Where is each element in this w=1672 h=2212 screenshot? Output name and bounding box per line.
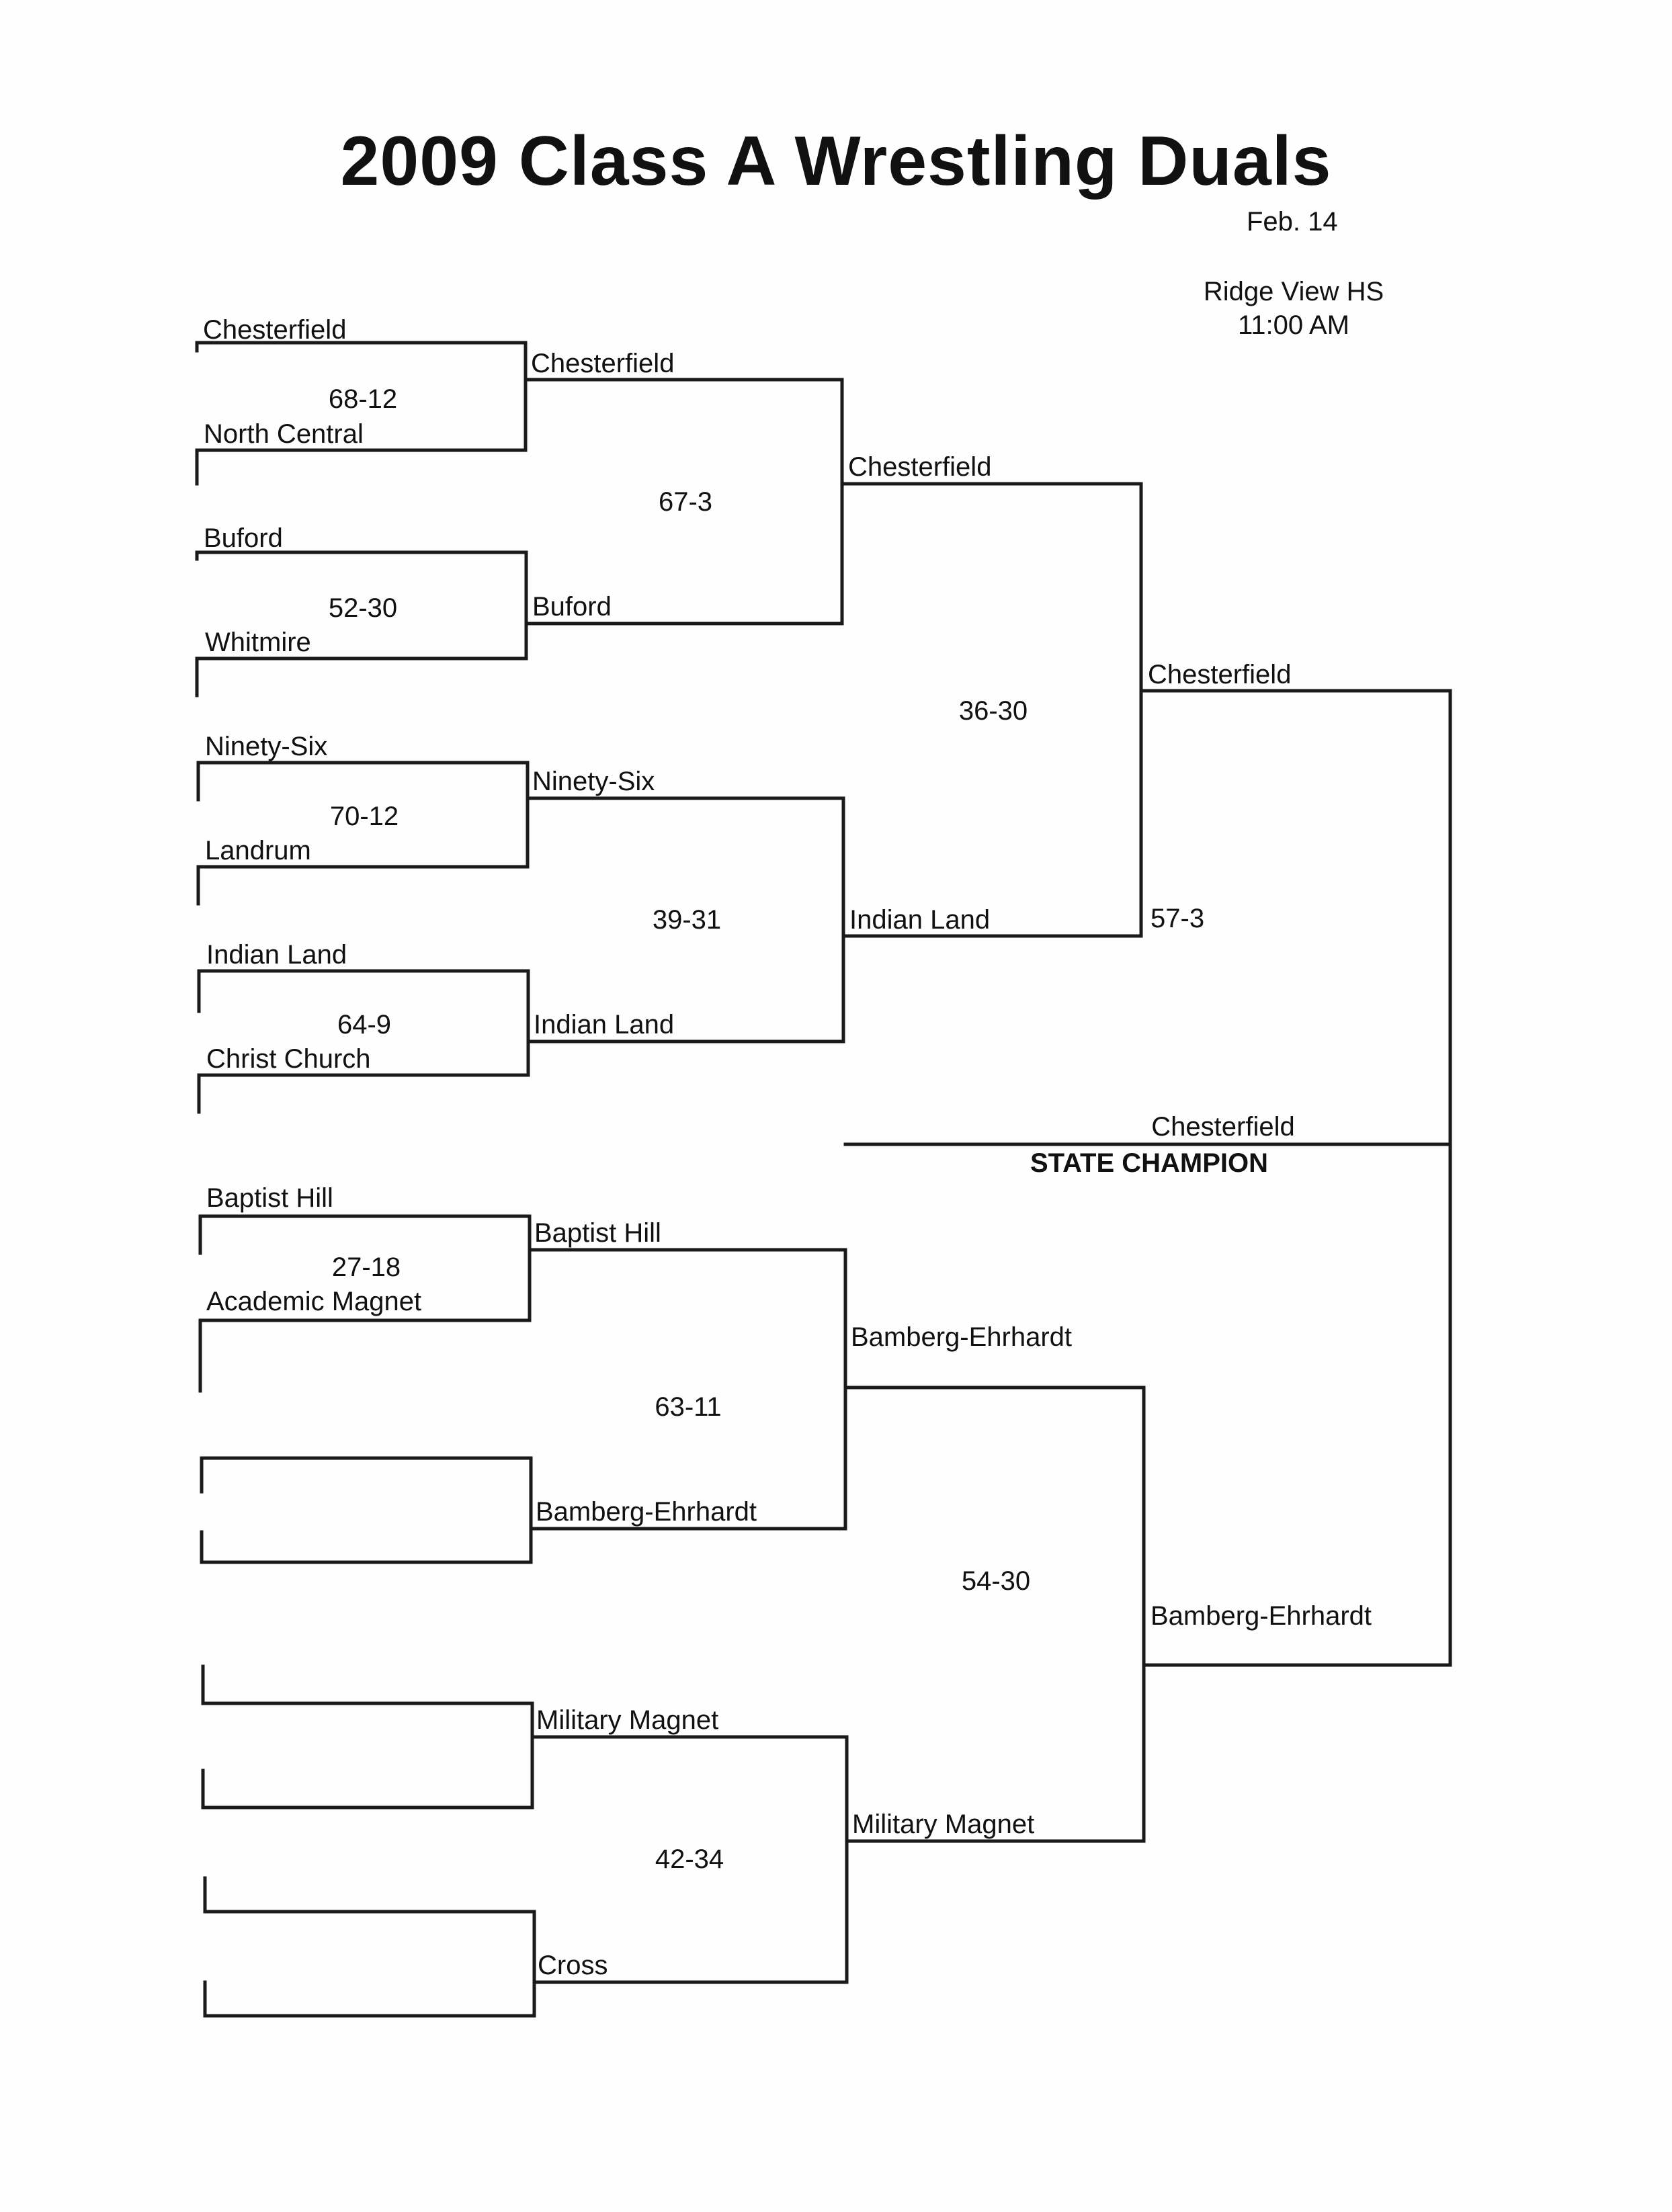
r1-team-8: Christ Church: [206, 1044, 371, 1074]
qf-team-2: Buford: [532, 592, 612, 622]
r1-bracket-5: [198, 1214, 532, 1393]
sf-team-1: Chesterfield: [848, 452, 992, 482]
sf-bracket-2: [843, 1386, 1146, 1843]
r1-bracket-6: [200, 1456, 533, 1564]
sf-team-4: Military Magnet: [852, 1810, 1035, 1839]
qf-score-1: 67-3: [658, 487, 713, 517]
qf-team-5: Baptist Hill: [534, 1218, 661, 1248]
qf-team-6: Bamberg-Ehrhardt: [536, 1497, 757, 1527]
qf-team-3: Ninety-Six: [532, 767, 655, 796]
qf-bracket-3: [529, 1248, 847, 1531]
r1-bracket-3: [196, 761, 530, 906]
sf-bracket-1: [841, 482, 1143, 938]
final-team-1: Chesterfield: [1148, 660, 1292, 689]
sf-score-2: 54-30: [961, 1566, 1031, 1596]
r1-score-2: 52-30: [328, 593, 398, 623]
event-time: 11:00 AM: [1237, 310, 1350, 340]
r1-score-5: 27-18: [331, 1252, 401, 1282]
qf-score-2: 39-31: [652, 905, 722, 935]
qf-team-8: Cross: [538, 1951, 608, 1980]
qf-score-4: 42-34: [655, 1844, 724, 1874]
r1-bracket-8: [203, 1876, 536, 2018]
final-score: 57-3: [1151, 904, 1205, 933]
r1-score-1: 68-12: [328, 384, 398, 414]
r1-team-2: North Central: [204, 419, 364, 449]
event-venue: Ridge View HS: [1203, 277, 1384, 306]
event-date: Feb. 14: [1247, 207, 1338, 237]
r1-team-4: Whitmire: [205, 628, 311, 657]
r1-team-10: Academic Magnet: [206, 1287, 422, 1316]
qf-bracket-2: [526, 796, 845, 1044]
r1-bracket-7: [201, 1664, 534, 1810]
qf-team-7: Military Magnet: [536, 1705, 719, 1735]
r1-team-9: Baptist Hill: [206, 1183, 333, 1213]
qf-team-1: Chesterfield: [531, 349, 675, 378]
sf-team-3: Bamberg-Ehrhardt: [851, 1322, 1073, 1352]
sf-team-2: Indian Land: [849, 905, 991, 935]
r1-team-5: Ninety-Six: [205, 732, 328, 761]
qf-team-4: Indian Land: [534, 1010, 675, 1039]
r1-score-3: 70-12: [329, 802, 399, 831]
r1-score-4: 64-9: [337, 1010, 392, 1039]
qf-score-3: 63-11: [655, 1392, 722, 1422]
final-bracket: [1139, 689, 1452, 1667]
r1-bracket-2: [195, 550, 528, 697]
qf-bracket-4: [532, 1735, 849, 1984]
r1-bracket-4: [197, 969, 530, 1114]
final-team-2: Bamberg-Ehrhardt: [1151, 1601, 1372, 1631]
champion-label: STATE CHAMPION: [1030, 1148, 1269, 1178]
r1-bracket-1: [195, 341, 528, 486]
sf-score-1: 36-30: [958, 696, 1028, 726]
r1-team-6: Landrum: [205, 836, 311, 865]
r1-team-1: Chesterfield: [203, 315, 347, 345]
r1-team-7: Indian Land: [206, 940, 347, 970]
qf-bracket-1: [524, 378, 844, 626]
page-title: 2009 Class A Wrestling Duals: [340, 122, 1332, 200]
r1-team-3: Buford: [204, 523, 283, 553]
champion-name: Chesterfield: [1151, 1112, 1295, 1142]
